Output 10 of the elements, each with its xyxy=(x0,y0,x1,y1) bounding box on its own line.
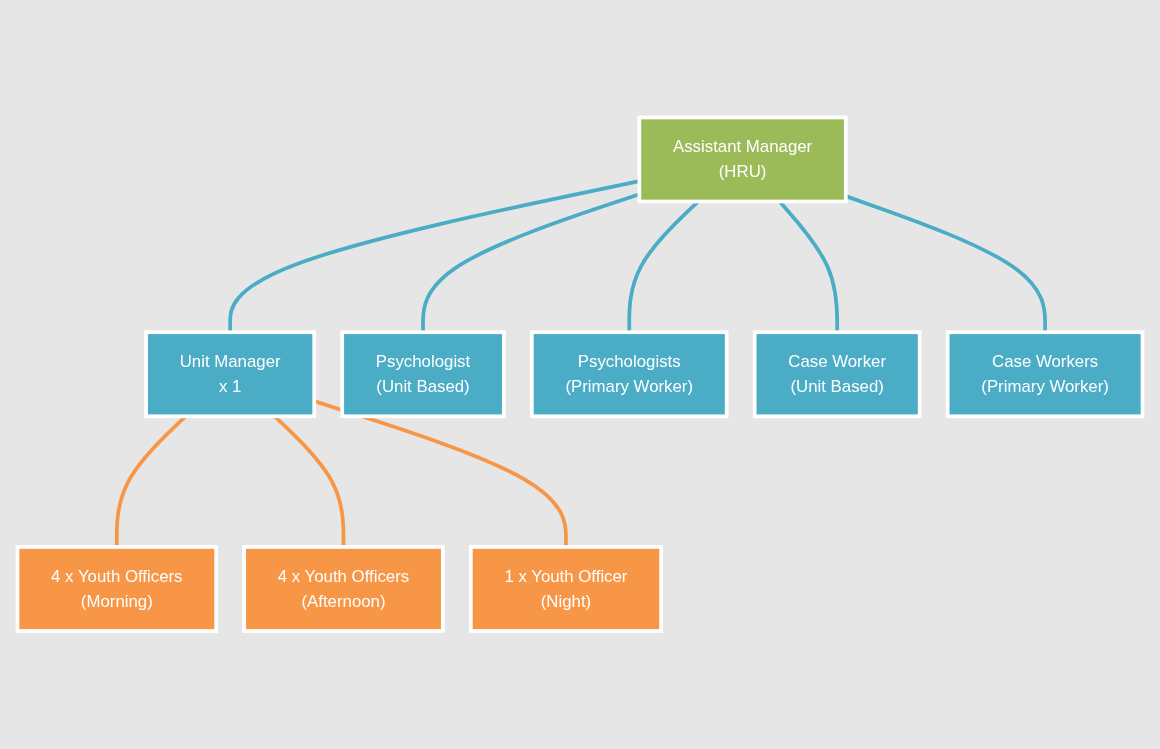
node-box: Psychologist (Unit Based) xyxy=(340,330,506,419)
node-box: Psychologists (Primary Worker) xyxy=(529,330,729,419)
node-box: Unit Manager x 1 xyxy=(144,330,317,419)
node-box: 4 x Youth Officers (Morning) xyxy=(15,545,218,634)
node-box: 1 x Youth Officer (Night) xyxy=(468,545,663,634)
connector xyxy=(845,194,1047,333)
node-box: Case Workers (Primary Worker) xyxy=(945,330,1145,419)
node-box: 4 x Youth Officers (Afternoon) xyxy=(242,545,445,634)
node-box: Case Worker (Unit Based) xyxy=(752,330,922,419)
node-box: Assistant Manager (HRU) xyxy=(637,115,848,204)
